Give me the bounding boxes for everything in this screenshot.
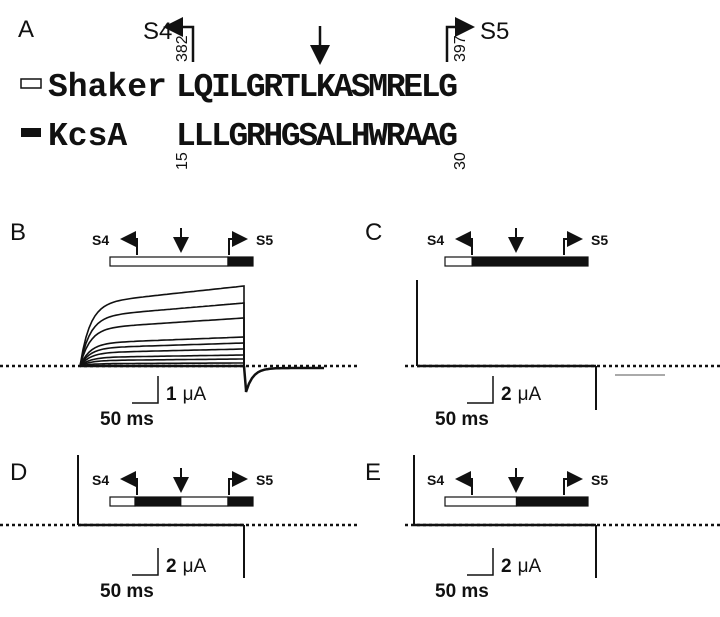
- s5-arrow-icon: [228, 231, 248, 255]
- scale-bar: [467, 548, 494, 576]
- panel-a: A S4 382 S5 397 Shaker LQILGRTLKASMRELG …: [18, 16, 509, 170]
- residue-15: 15: [174, 152, 191, 170]
- current-trace: [79, 362, 245, 367]
- s5-arrow-icon: [563, 231, 583, 255]
- residue-397: 397: [452, 35, 469, 62]
- current-scale-unit: μA: [183, 384, 207, 405]
- panel-label: C: [365, 219, 382, 246]
- current-scale-unit: μA: [518, 384, 542, 405]
- kcsa-name: KcsA: [48, 118, 127, 155]
- current-trace: [79, 317, 245, 367]
- current-scale-label: 2 μA: [166, 556, 207, 577]
- panel-label: E: [365, 459, 381, 486]
- panel-label-a: A: [18, 16, 34, 43]
- current-scale-value: 2: [166, 556, 177, 577]
- time-scale-label: 50 ms: [435, 581, 489, 602]
- panel-b: B S4 S5 1 μA 50 ms: [0, 219, 360, 430]
- panel-label: B: [10, 219, 26, 246]
- current-trace: [79, 358, 245, 367]
- s4-bracket-arrow: [163, 17, 195, 62]
- shaker-name: Shaker: [48, 69, 167, 106]
- shaker-segment: [444, 256, 473, 267]
- current-scale-value: 2: [501, 384, 512, 405]
- shaker-segment: [444, 496, 518, 507]
- s4-arrow-icon: [120, 471, 138, 495]
- s4-label: S4: [92, 472, 109, 488]
- s5-bracket-arrow: [445, 17, 475, 62]
- current-scale-value: 2: [501, 556, 512, 577]
- shaker-swatch: [20, 78, 42, 89]
- time-scale-label: 50 ms: [435, 409, 489, 430]
- current-scale-value: 1: [166, 384, 177, 405]
- current-trace: [79, 348, 245, 367]
- s5-label: S5: [591, 472, 608, 488]
- s4-label: S4: [427, 232, 444, 248]
- s5-label: S5: [256, 232, 273, 248]
- current-trace: [79, 336, 245, 367]
- current-scale-label: 1 μA: [166, 384, 207, 405]
- current-scale-label: 2 μA: [501, 384, 542, 405]
- s5-label: S5: [591, 232, 608, 248]
- tail-current-trace: [242, 365, 324, 393]
- residue-30: 30: [452, 152, 469, 170]
- current-trace: [79, 302, 245, 367]
- s4-arrow-icon: [455, 231, 473, 255]
- kcsa-swatch: [21, 128, 41, 137]
- s4-label: S4: [92, 232, 109, 248]
- scale-bar: [132, 376, 159, 404]
- current-trace: [79, 342, 245, 367]
- shaker-segment: [180, 496, 229, 507]
- kcsa-segment: [471, 256, 589, 267]
- kcsa-segment: [134, 496, 182, 507]
- kcsa-sequence: LLLGRHGSALHWRAAG: [176, 118, 458, 155]
- s5-arrow-icon: [228, 471, 248, 495]
- scale-bar: [132, 548, 159, 576]
- panel-label: D: [10, 459, 27, 486]
- current-scale-label: 2 μA: [501, 556, 542, 577]
- panel-d: D S4 S5 2 μA 50 ms: [0, 455, 360, 602]
- s5-label: S5: [256, 472, 273, 488]
- scale-bar: [467, 376, 494, 404]
- s5-arrow-icon: [563, 471, 583, 495]
- kcsa-segment: [227, 256, 254, 267]
- s4-label: S4: [143, 18, 172, 45]
- kcsa-segment: [515, 496, 589, 507]
- shaker-segment: [109, 496, 136, 507]
- current-scale-unit: μA: [183, 556, 207, 577]
- current-trace: [79, 354, 245, 367]
- s5-label: S5: [480, 18, 509, 45]
- shaker-segment: [109, 256, 229, 267]
- panel-e: E S4 S5 2 μA 50 ms: [365, 455, 720, 602]
- panel-c: C S4 S5 2 μA 50 ms: [365, 219, 720, 430]
- s4-arrow-icon: [120, 231, 138, 255]
- time-scale-label: 50 ms: [100, 409, 154, 430]
- residue-382: 382: [174, 35, 191, 62]
- s4-arrow-icon: [455, 471, 473, 495]
- time-scale-label: 50 ms: [100, 581, 154, 602]
- current-trace: [79, 285, 245, 367]
- kcsa-segment: [227, 496, 254, 507]
- current-scale-unit: μA: [518, 556, 542, 577]
- shaker-sequence: LQILGRTLKASMRELG: [176, 69, 458, 106]
- s4-label: S4: [427, 472, 444, 488]
